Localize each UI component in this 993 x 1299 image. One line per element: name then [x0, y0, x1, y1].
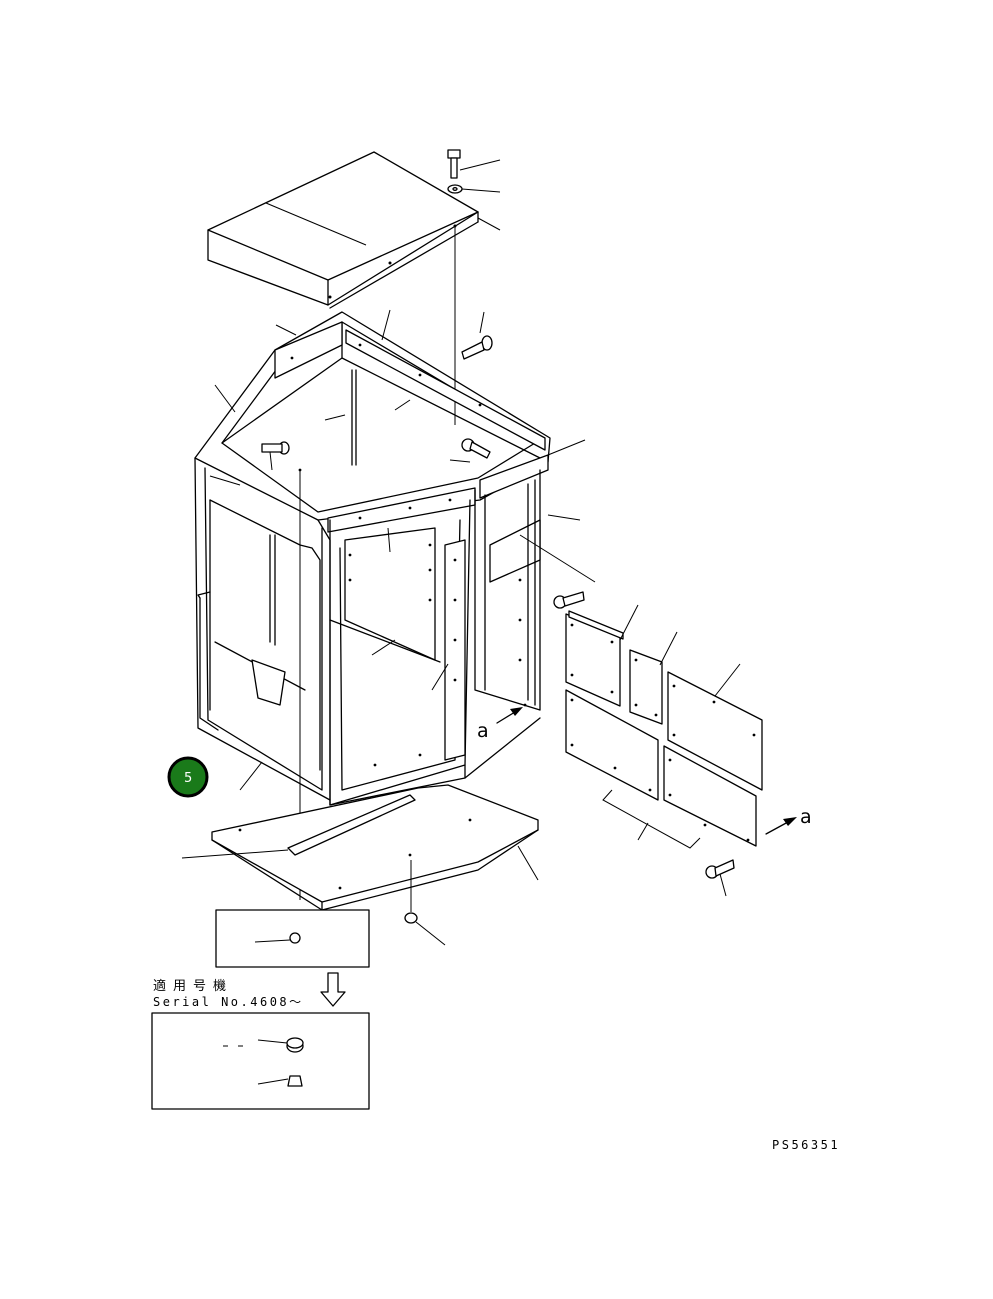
cab-bolt-3	[261, 441, 290, 471]
figure-code: PS56351	[772, 1138, 840, 1152]
side-panels	[565, 604, 763, 849]
badge-label: 5	[184, 771, 192, 786]
serial-label: Serial No.4608～	[153, 995, 304, 1009]
roof-panel	[207, 151, 479, 309]
roof-bolt	[447, 149, 501, 179]
arrow-label-a-1: a	[477, 720, 489, 742]
cab-bolt-2	[461, 438, 491, 459]
floor-nut	[404, 860, 446, 946]
arrow-label-a-2: a	[800, 806, 812, 828]
applicable-title: 適用号機	[153, 978, 233, 994]
cab-bolt-1	[461, 311, 493, 360]
cab-frame	[194, 311, 551, 806]
down-arrow-icon	[320, 972, 346, 1007]
cab-bolt-4	[553, 591, 585, 609]
detail-box-2	[151, 1012, 370, 1110]
floor-plate	[181, 784, 539, 911]
view-arrow-a-1	[496, 707, 523, 724]
part-number-badge: 5	[167, 756, 209, 798]
view-arrow-a-2	[765, 817, 797, 835]
detail-box-1	[215, 909, 370, 968]
roof-washer	[447, 184, 501, 194]
panel-bolt	[705, 859, 735, 897]
